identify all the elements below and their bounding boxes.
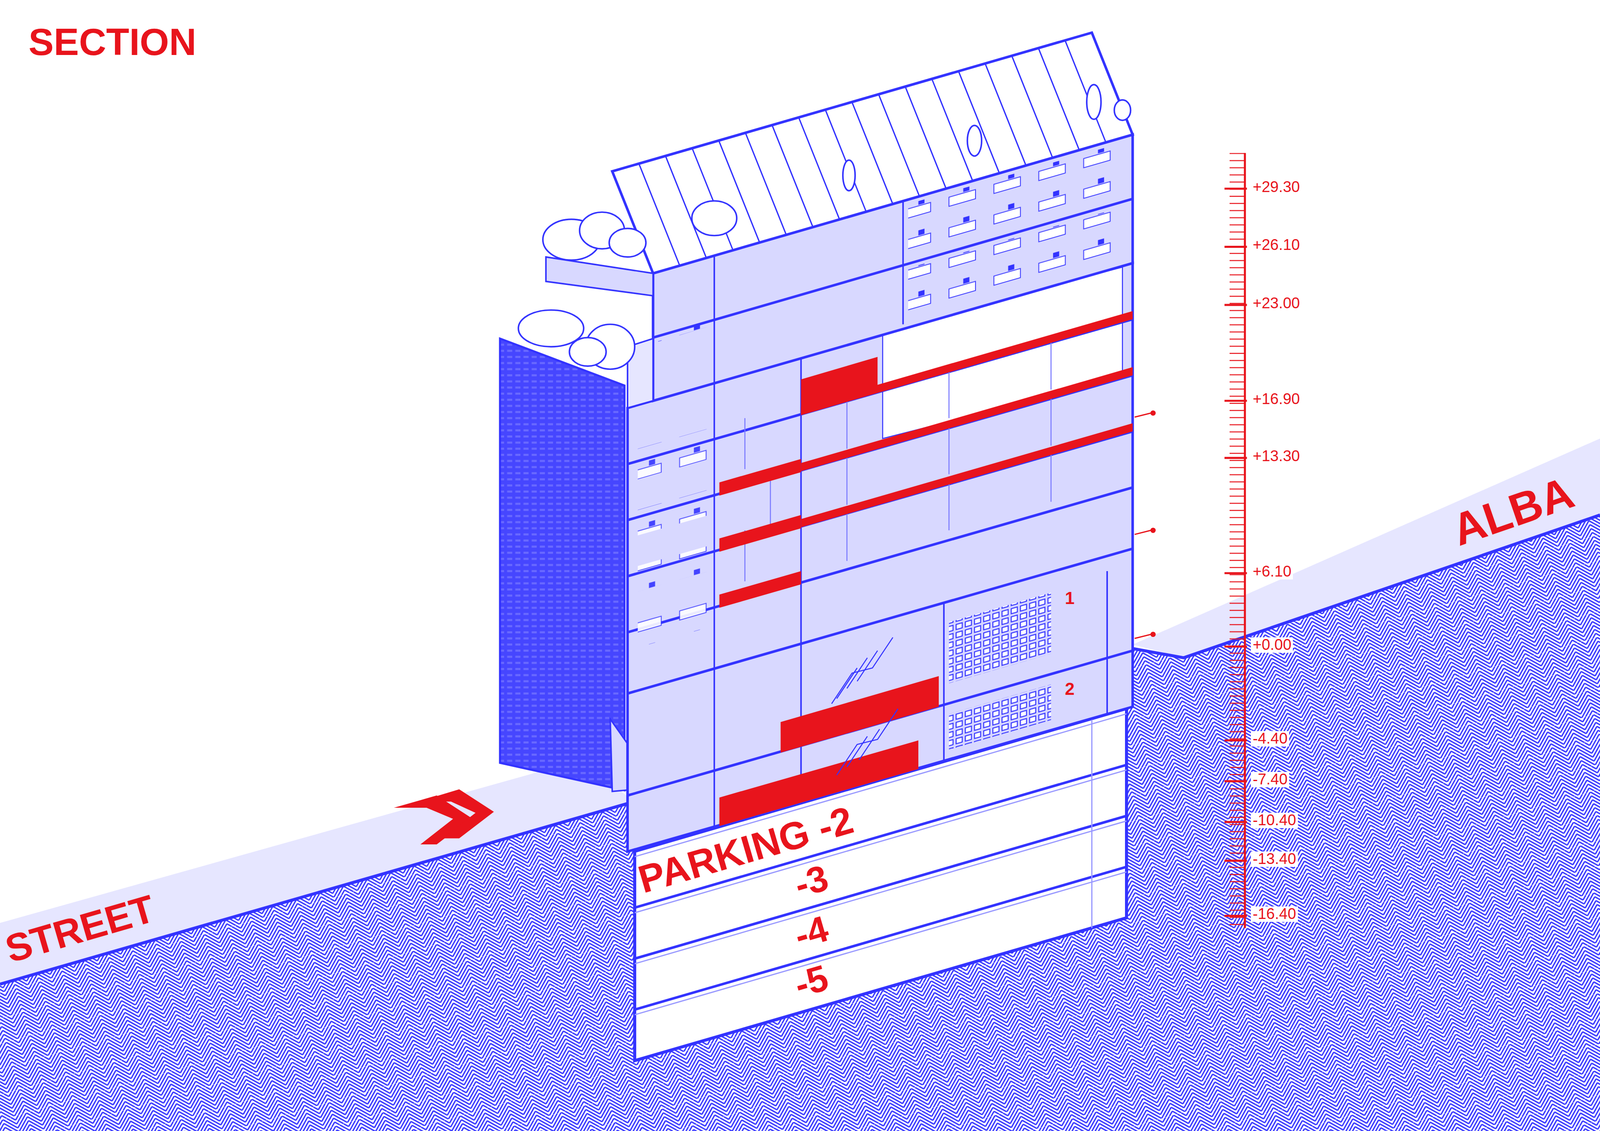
elevation-label: +0.00 (1250, 637, 1293, 653)
level-label: -5 (790, 959, 833, 1004)
elevation-label: +13.30 (1250, 448, 1302, 465)
street-label: STREET (1, 889, 159, 970)
elevation-label: -13.40 (1250, 851, 1298, 868)
elevation-label: +16.90 (1250, 391, 1302, 408)
level-label: -3 (790, 859, 833, 905)
room-number: 1 (1063, 589, 1077, 608)
street-label: ALBA (1446, 470, 1580, 553)
room-number: 2 (1063, 680, 1077, 698)
elevation-label: +29.30 (1250, 179, 1302, 195)
elevation-label: -10.40 (1250, 812, 1298, 829)
drawing-title: SECTION (28, 23, 197, 62)
elevation-label: -4.40 (1250, 731, 1290, 747)
elevation-label: +6.10 (1250, 564, 1293, 580)
elevation-label: +23.00 (1250, 295, 1302, 312)
elevation-label: +26.10 (1250, 237, 1302, 253)
elevation-label: -7.40 (1250, 772, 1290, 788)
elevation-label: -16.40 (1250, 906, 1298, 923)
level-label: -4 (790, 910, 833, 955)
